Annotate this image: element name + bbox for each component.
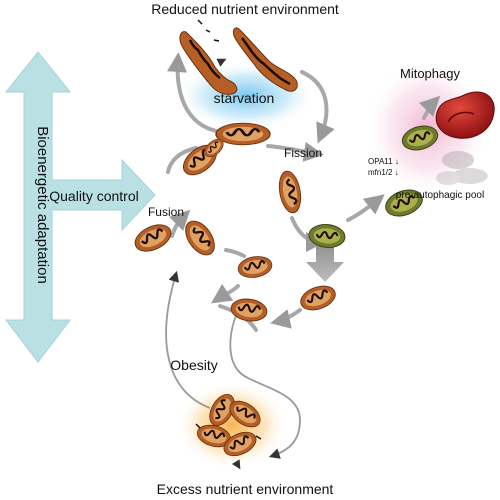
quality-control-label: Quality control [49,188,138,204]
starvation-mitochondria [179,19,298,95]
excess-nutrient-title: Excess nutrient environment [157,481,334,497]
fusion-label: Fusion [148,205,184,219]
obesity-mitochondria [193,389,266,467]
fission-label: Fission [284,146,322,160]
ghost-mitochondrion-icon [436,151,488,185]
starvation-label: starvation [214,90,275,106]
obesity-glow [176,381,288,469]
obesity-arrow-down [229,305,301,459]
reduced-nutrient-title: Reduced nutrient environment [151,1,339,17]
bioenergetic-adaptation-arrow [4,51,156,363]
mitochondrion-icon [214,121,272,147]
bioenergetic-adaptation-label: Bioenergetic adaptation [34,126,51,284]
damaged-mitochondrion-icon [306,222,348,250]
autophagosome-icon [435,91,495,139]
mfn-label: mfn1/2 ↓ [368,168,399,177]
mitochondrion-icon [178,214,222,262]
mitochondrion-icon [275,168,305,216]
mitochondrion-icon [296,280,340,316]
down-arrow [306,238,344,282]
obesity-arrow-up [165,270,211,409]
opa1-label: OPA11 ↓ [368,157,399,166]
mitochondrion-icon [235,252,275,282]
obesity-label: Obesity [170,357,217,373]
mitophagy-label: Mitophagy [400,66,460,81]
pre-autophagic-pool-label: pre-autophagic pool [396,190,484,201]
mitochondrion-icon [129,218,177,258]
